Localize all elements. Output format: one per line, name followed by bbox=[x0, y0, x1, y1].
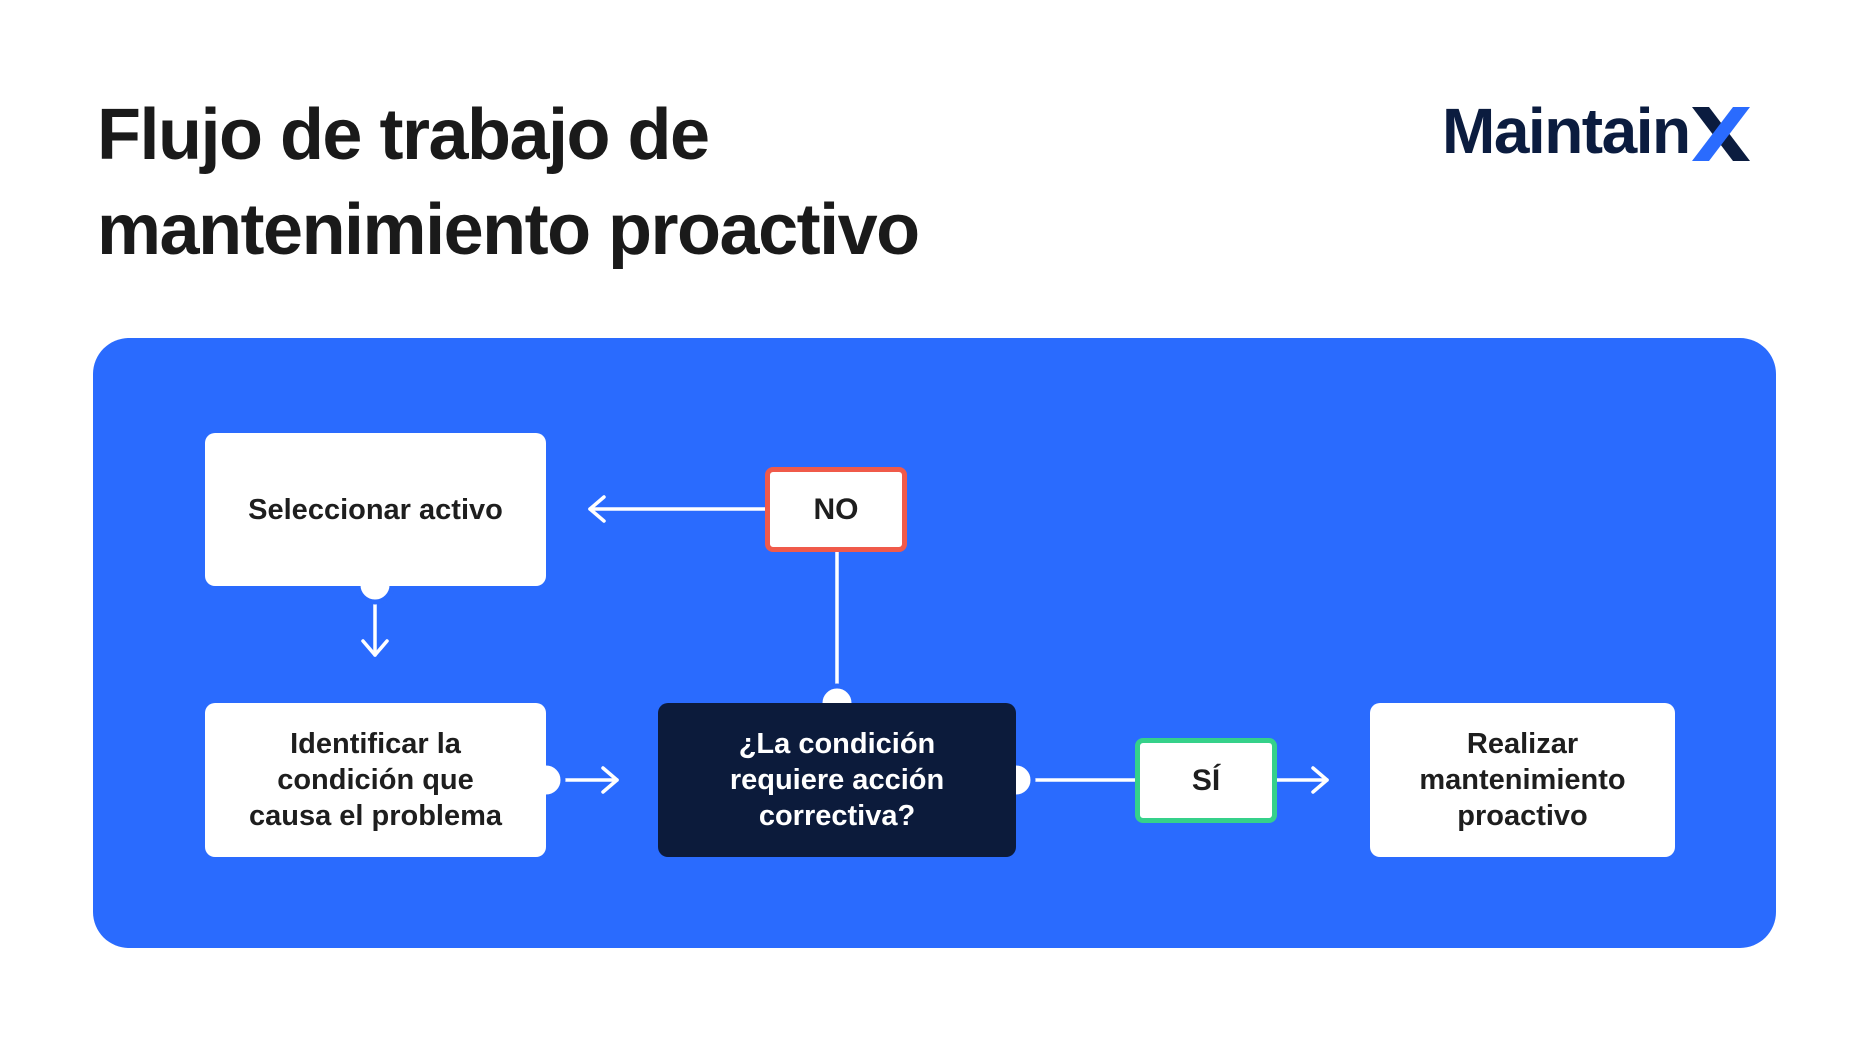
node-identify-condition: Identificar la condición que causa el pr… bbox=[205, 703, 546, 857]
node-perform-maintenance-label: Realizar mantenimiento proactivo bbox=[1419, 728, 1626, 832]
badge-si: SÍ bbox=[1135, 738, 1277, 823]
maintainx-logo: Maintain bbox=[1442, 96, 1750, 166]
node-decision-question-label: ¿La condición requiere acción correctiva… bbox=[729, 728, 945, 832]
node-select-asset-label: Seleccionar activo bbox=[248, 493, 503, 526]
badge-si-label: SÍ bbox=[1191, 763, 1221, 797]
page-title: Flujo de trabajo de mantenimiento proact… bbox=[97, 95, 920, 270]
logo-wordmark: Maintain bbox=[1442, 95, 1691, 167]
node-decision-question: ¿La condición requiere acción correctiva… bbox=[658, 703, 1016, 857]
node-select-asset: Seleccionar activo bbox=[205, 433, 546, 586]
logo-x-icon bbox=[1691, 107, 1750, 161]
badge-no: NO bbox=[765, 467, 907, 552]
node-perform-maintenance: Realizar mantenimiento proactivo bbox=[1370, 703, 1675, 857]
badge-no-label: NO bbox=[813, 492, 859, 526]
node-identify-condition-label: Identificar la condición que causa el pr… bbox=[248, 728, 503, 832]
